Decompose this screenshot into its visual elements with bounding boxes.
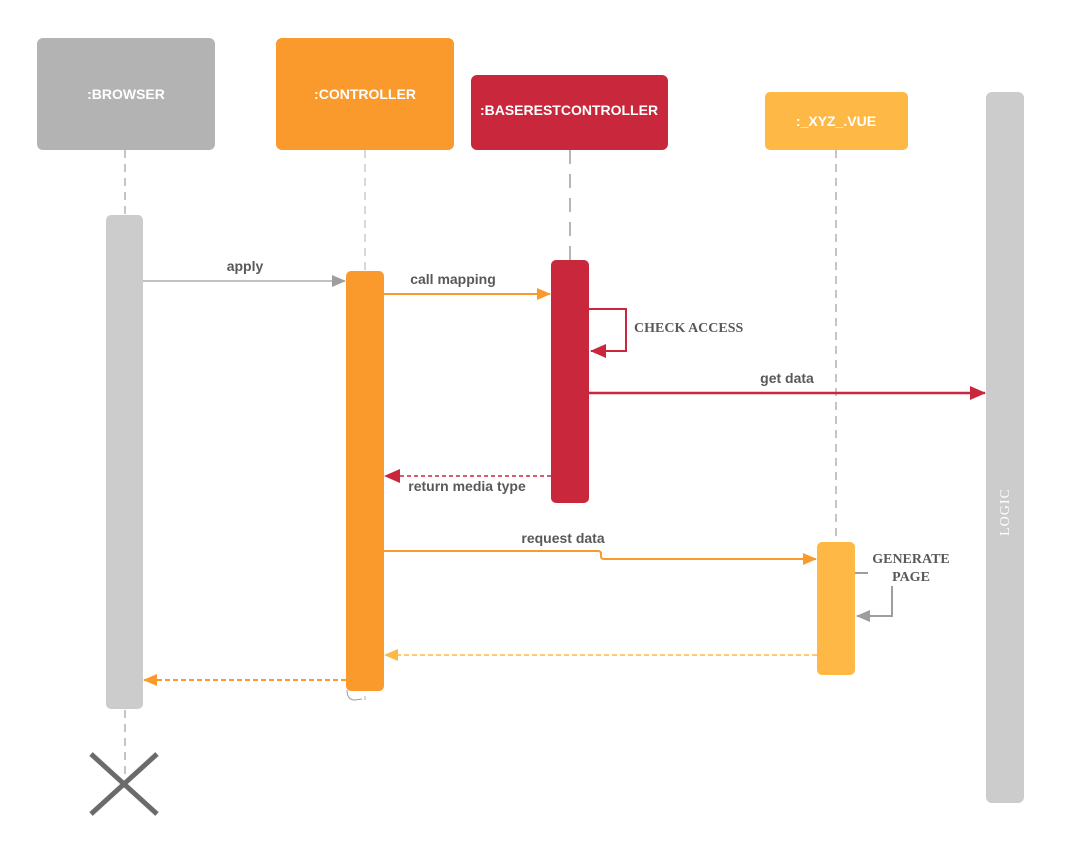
browser-participant: :BROWSER [37, 38, 215, 150]
generate-page-label-line2: PAGE [892, 570, 930, 585]
browser-label: :BROWSER [87, 86, 165, 102]
baserestcontroller-activation [551, 260, 589, 503]
call-mapping-label: call mapping [410, 271, 496, 287]
check-access-label: CHECK ACCESS [634, 321, 744, 336]
controller-label: :CONTROLLER [314, 86, 416, 102]
return-media-type-label: return media type [408, 478, 526, 494]
controller-activation-outline [346, 689, 363, 701]
logic-participant: LOGIC [986, 92, 1024, 803]
check-access-arrow [589, 308, 627, 358]
request-data-label: request data [521, 530, 604, 546]
xyz-vue-participant: :_XYZ_.VUE [765, 92, 908, 150]
apply-label: apply [227, 258, 264, 274]
controller-activation [346, 271, 384, 691]
get-data-label: get data [760, 370, 814, 386]
xyz-vue-label: :_XYZ_.VUE [796, 113, 876, 129]
generate-page-label-bg [868, 550, 954, 586]
browser-destroy-icon [89, 752, 159, 816]
baserestcontroller-label: :BASERESTCONTROLLER [480, 102, 658, 118]
generate-page-label-line1: GENERATE [872, 552, 950, 567]
baserestcontroller-participant: :BASERESTCONTROLLER [471, 75, 668, 150]
logic-label: LOGIC [998, 488, 1013, 536]
xyz-vue-activation [817, 542, 855, 675]
browser-activation [106, 215, 143, 709]
controller-participant: :CONTROLLER [276, 38, 454, 150]
request-data-arrow [384, 550, 817, 565]
